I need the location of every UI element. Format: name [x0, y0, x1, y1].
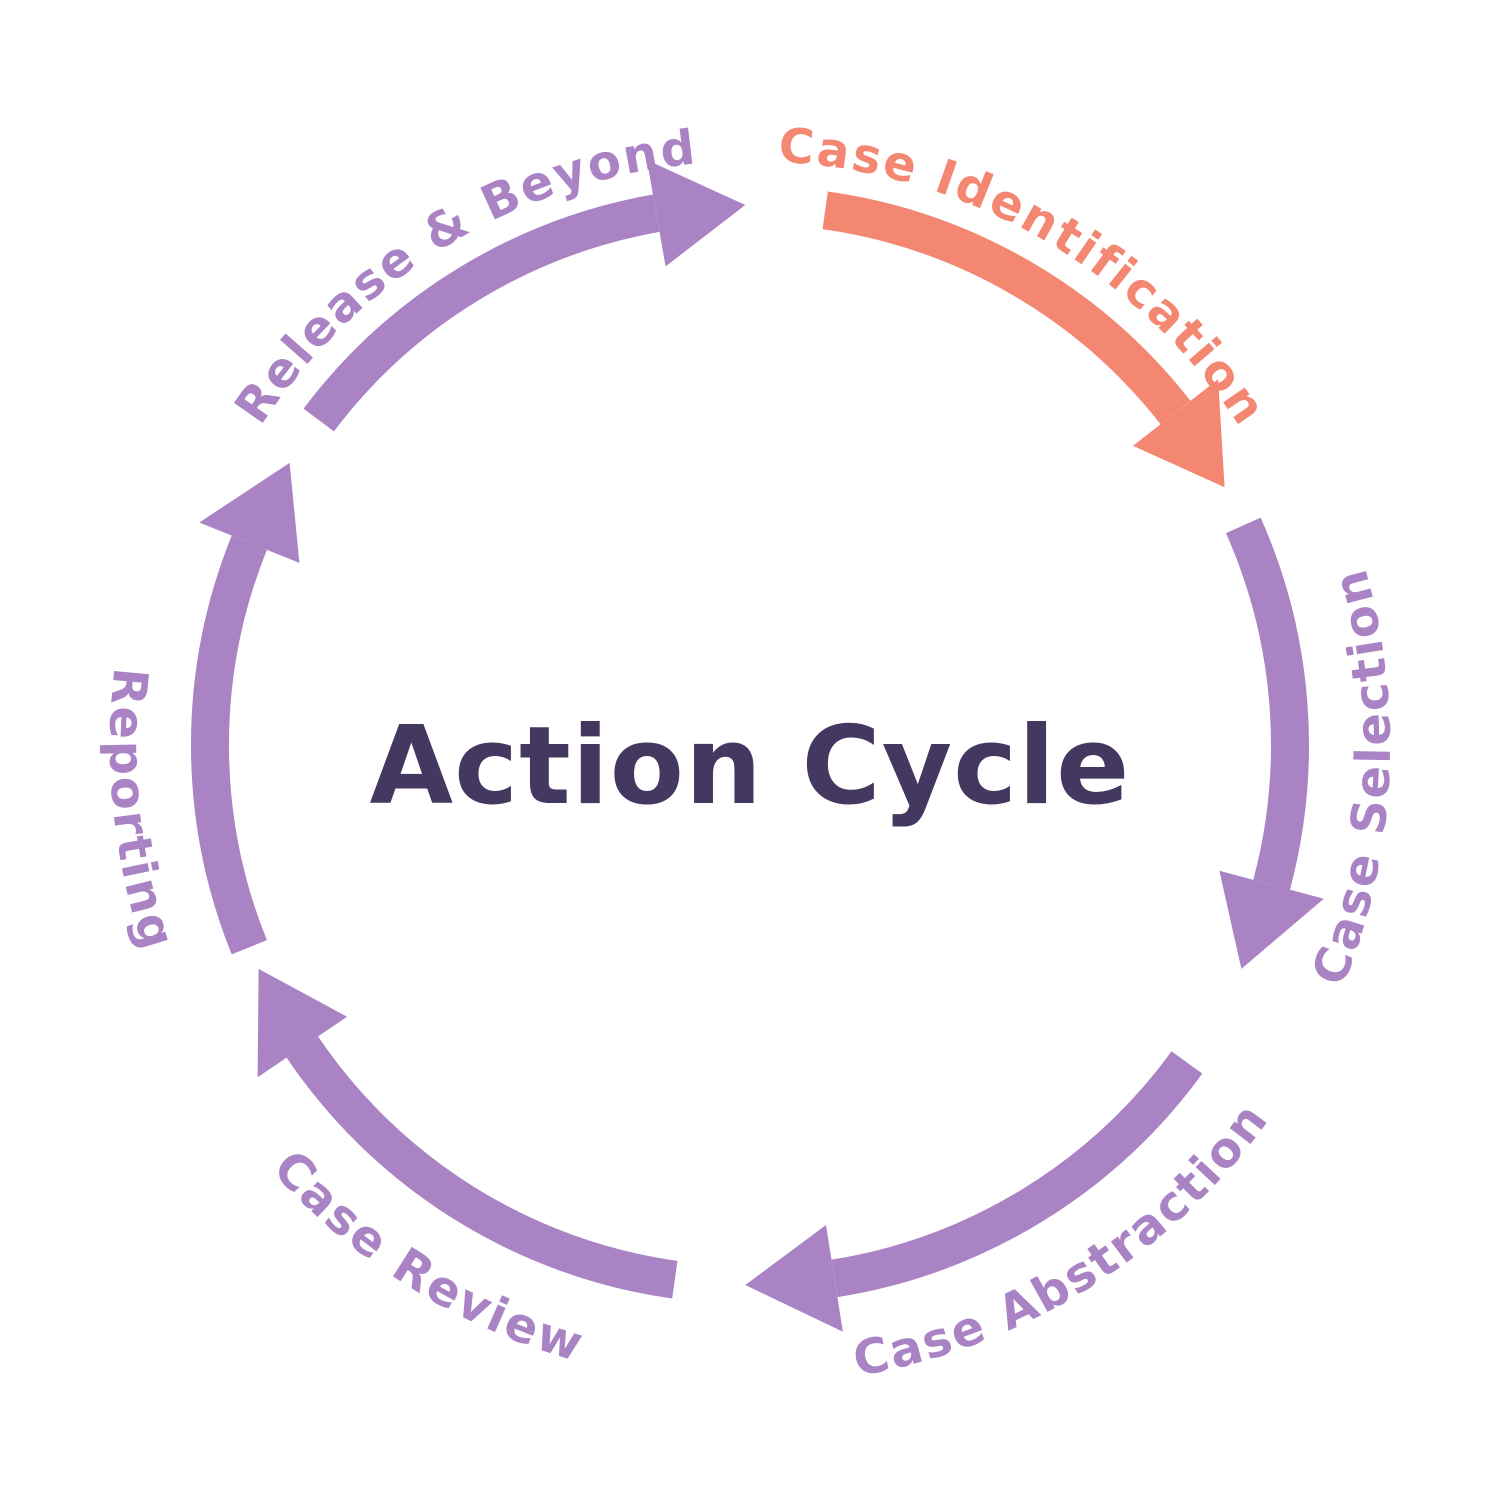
arrowhead-icon [257, 968, 348, 1078]
arrow-band [286, 1036, 678, 1299]
diagram-title: Action Cycle [370, 704, 1131, 829]
arrowhead-icon [745, 1225, 843, 1332]
arrowhead-icon [646, 160, 746, 267]
step-label: Case Abstraction [848, 1091, 1279, 1388]
arrow-band [190, 535, 267, 955]
arrow-band [1225, 517, 1309, 890]
arrow-band [822, 191, 1191, 425]
step-release-beyond: Release & Beyond [224, 119, 746, 433]
step-label: Reporting [98, 666, 187, 958]
step-label: Case Selection [1301, 562, 1402, 993]
arrow-band [303, 194, 660, 432]
arrowhead-icon [1133, 379, 1225, 488]
arrow-band [831, 1051, 1203, 1298]
arrowhead-icon [1219, 870, 1324, 969]
arrowhead-icon [199, 462, 300, 563]
